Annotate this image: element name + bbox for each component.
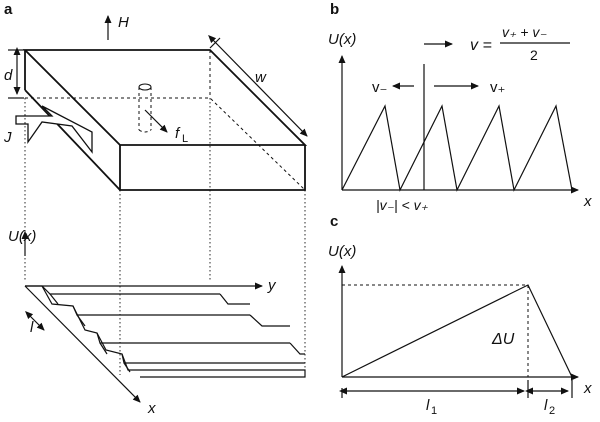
x-axis-label-b: x [583, 193, 592, 210]
l2-subscript: 2 [549, 405, 555, 417]
step-terrace [25, 285, 306, 378]
thickness-label: d [4, 67, 13, 84]
l1-label: l [426, 397, 430, 414]
eq-numerator: v₊ + v₋ [502, 24, 547, 40]
force-subscript: L [182, 133, 188, 145]
panel-b: b U(x) x v = v₊ + v₋ 2 v₋ v₊ |v₋| < v₊ [328, 1, 592, 213]
l2-label: l [544, 397, 548, 414]
y-axis-label: y [267, 277, 277, 294]
width-label: w [255, 69, 267, 86]
step-label: l [30, 319, 34, 336]
vortex-tube: f L [138, 83, 188, 145]
width-dimension: w [208, 34, 308, 137]
eq-denominator: 2 [530, 47, 538, 63]
delta-u-label: ΔU [491, 331, 515, 348]
asymmetric-potential [341, 284, 573, 378]
current-label: J [3, 129, 12, 146]
force-label: f [175, 125, 181, 142]
magnetic-field-arrow: H [104, 14, 129, 40]
panel-a: a H d w J [3, 1, 308, 417]
x-axis-label-c: x [583, 380, 592, 397]
thickness-dimension: d [4, 47, 24, 99]
potential-label-c: U(x) [328, 243, 356, 260]
projection-lines [24, 98, 306, 375]
eq-lhs: v = [470, 37, 492, 54]
period-dimensions: l 1 l 2 [339, 380, 573, 417]
field-label: H [118, 14, 129, 31]
v-plus-label: v₊ [490, 79, 505, 96]
velocity-equation: v = v₊ + v₋ 2 [424, 24, 570, 63]
current-arrow: J [3, 105, 93, 154]
panel-a-letter: a [4, 1, 13, 18]
potential-label-b: U(x) [328, 31, 356, 48]
panel-c: c U(x) x ΔU l 1 l 2 [328, 213, 592, 417]
sawtooth-potential [341, 104, 573, 192]
l1-subscript: 1 [431, 405, 437, 417]
x-axis-label-a: x [147, 400, 156, 417]
condition-label: |v₋| < v₊ [376, 197, 429, 213]
panel-c-letter: c [330, 213, 338, 230]
velocity-arrows: v₋ v₊ [372, 79, 505, 96]
v-minus-label: v₋ [372, 79, 387, 96]
potential-label-a: U(x) [8, 228, 36, 245]
panel-b-letter: b [330, 1, 339, 18]
washboard-potential: U(x) y x [8, 228, 306, 417]
